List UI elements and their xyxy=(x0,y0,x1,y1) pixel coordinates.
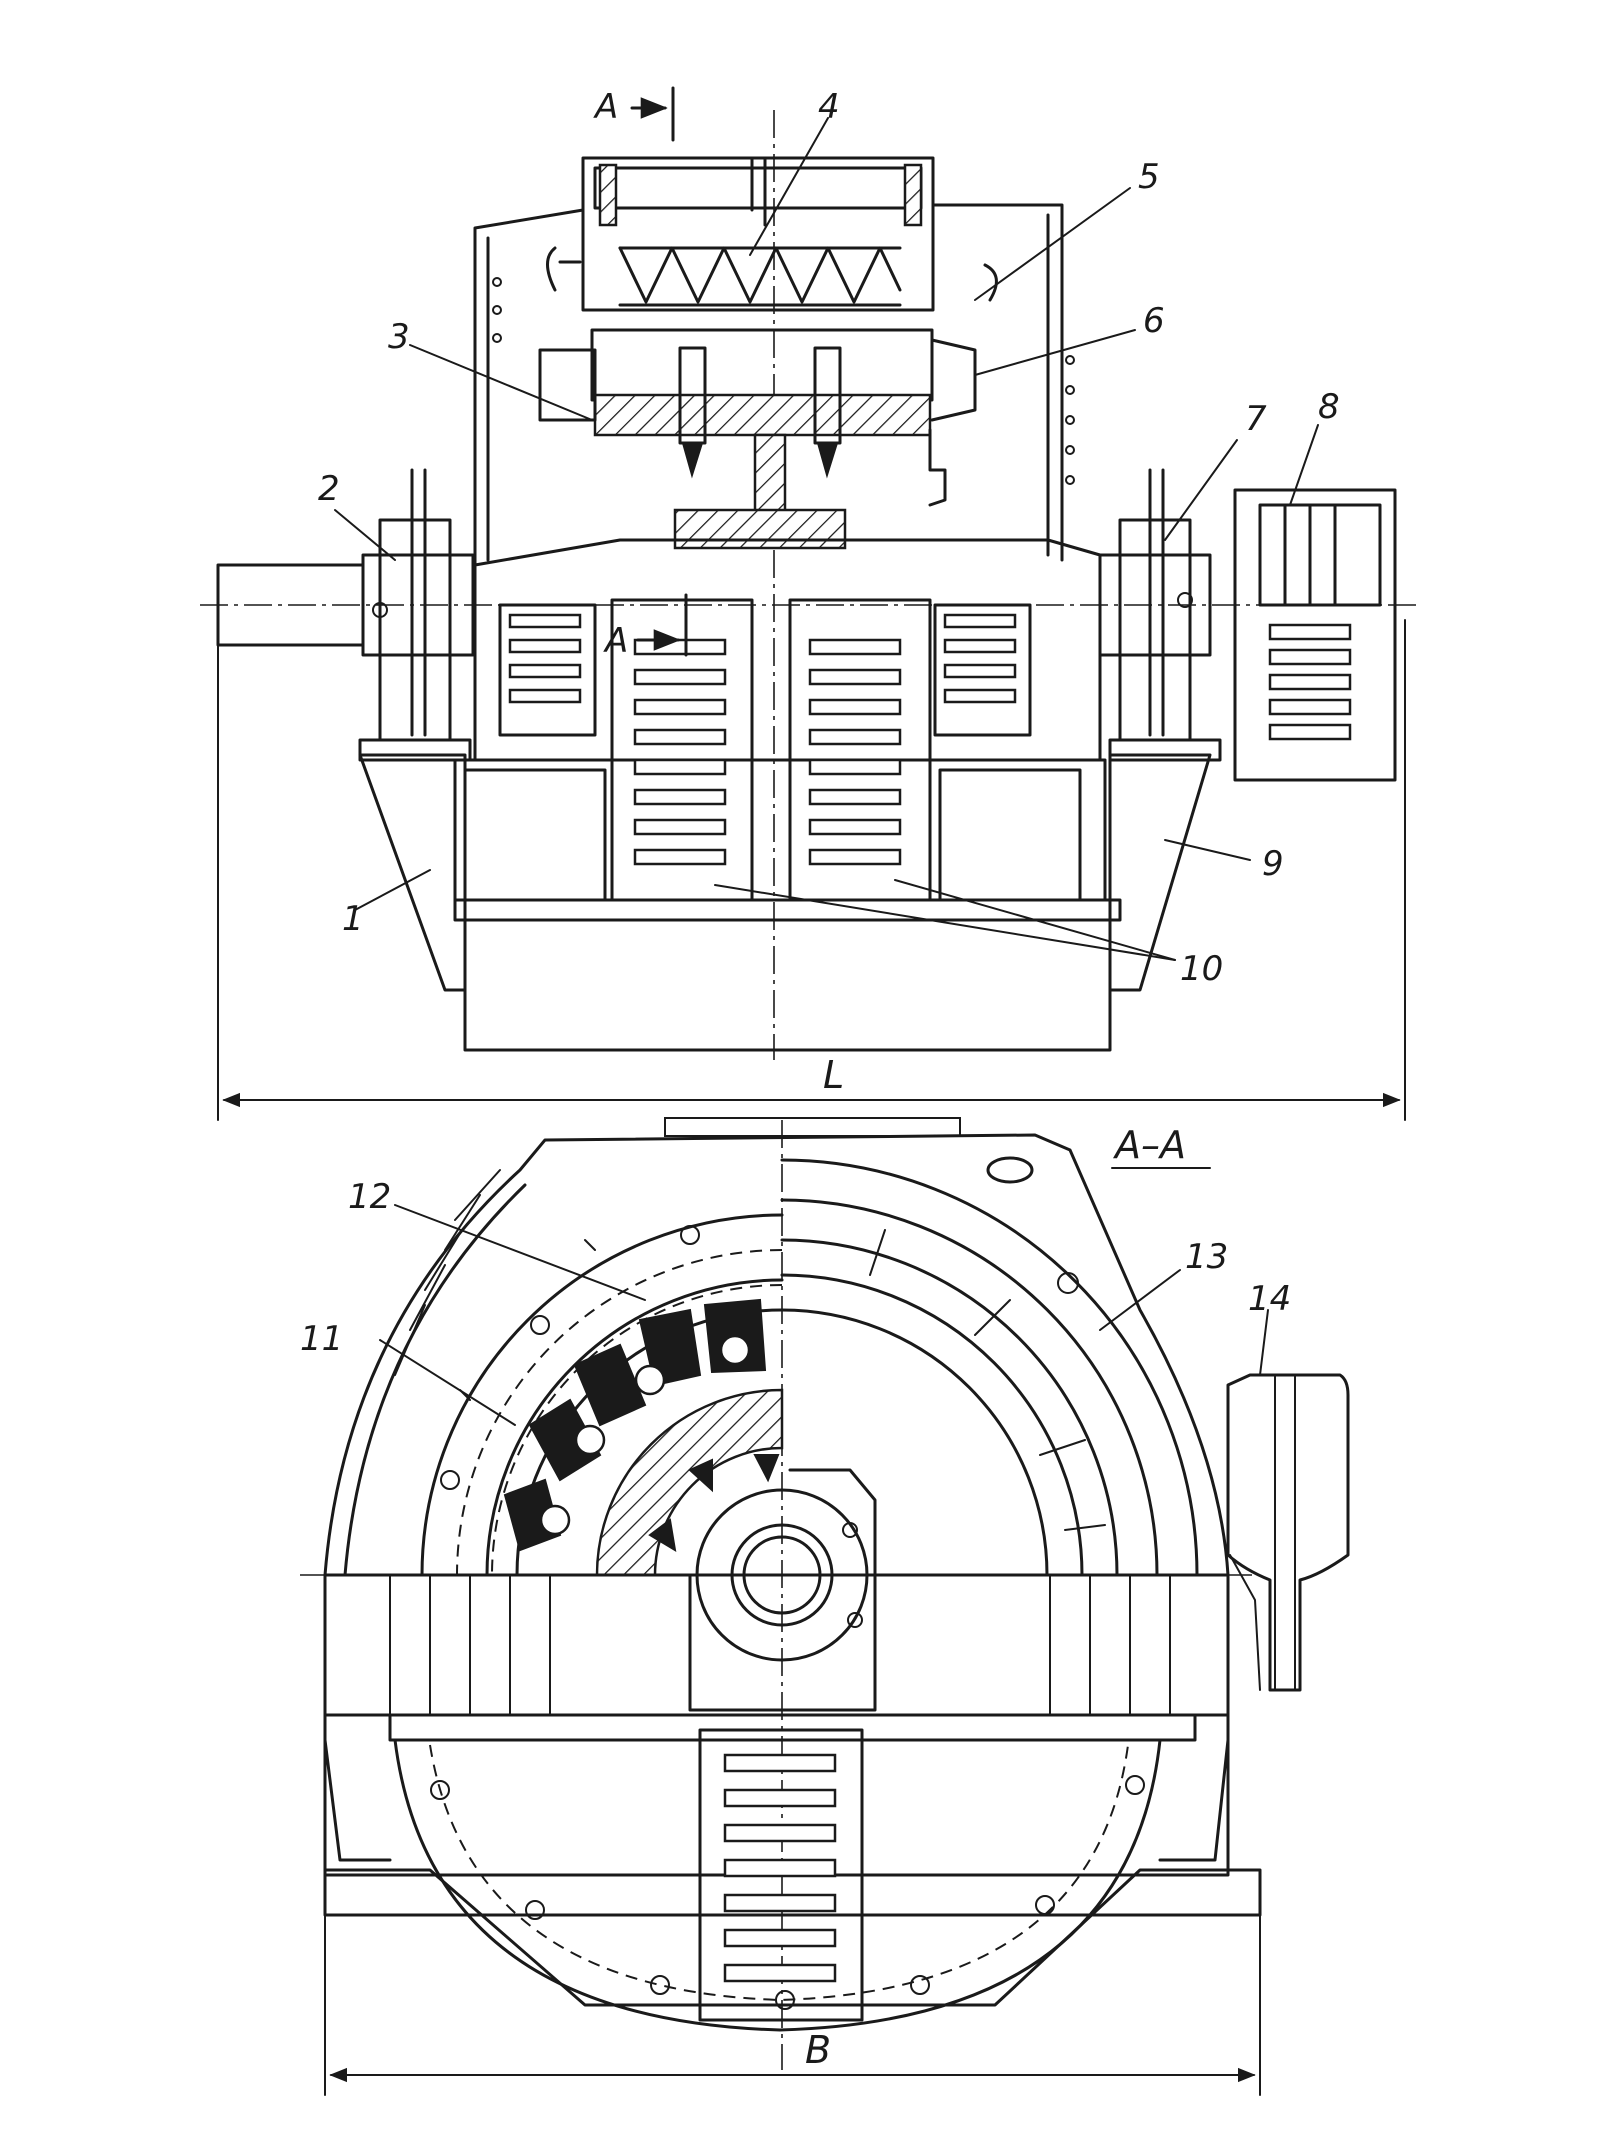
slip-ring-housing xyxy=(581,156,935,331)
callout-3: 3 xyxy=(388,317,410,357)
outer-housing xyxy=(323,1117,1230,1877)
callout-2: 2 xyxy=(318,469,340,509)
callout-6: 6 xyxy=(1143,301,1165,341)
leader-lines-top xyxy=(334,117,1319,961)
dimension-b: B xyxy=(324,1874,1261,2096)
dimension-label-l: L xyxy=(823,1053,844,1097)
top-view: A A L 1 2 3 xyxy=(200,86,1420,1121)
exciter-box xyxy=(1233,488,1397,782)
callout-7: 7 xyxy=(1245,399,1267,439)
dimension-label-b: B xyxy=(805,2028,831,2072)
central-vent-panel xyxy=(698,1728,864,2022)
callout-8: 8 xyxy=(1318,387,1340,427)
callout-12: 12 xyxy=(348,1177,391,1217)
callout-5: 5 xyxy=(1138,157,1160,197)
stator-rings xyxy=(780,1158,1199,1577)
section-marker-a-top: A xyxy=(593,87,618,127)
section-view: A–A xyxy=(300,1117,1350,2096)
callout-13: 13 xyxy=(1185,1237,1228,1277)
callout-14: 14 xyxy=(1248,1279,1291,1319)
side-cowling xyxy=(473,203,1075,567)
lower-frame xyxy=(323,1573,1262,2032)
terminal-box xyxy=(1226,1373,1350,1692)
rotor-hub xyxy=(538,328,977,550)
callout-10: 10 xyxy=(1180,949,1223,989)
section-arrow-top: A xyxy=(593,86,675,142)
callout-1: 1 xyxy=(342,899,364,939)
section-arrow-mid: A xyxy=(603,593,688,661)
leader-lines-section xyxy=(379,1204,1269,1426)
stator-left xyxy=(420,1213,784,1577)
callout-4: 4 xyxy=(818,87,840,127)
callout-11: 11 xyxy=(300,1319,343,1359)
rotor-poles xyxy=(491,1284,784,1577)
right-bearing xyxy=(1098,468,1212,742)
dimension-l: L xyxy=(217,619,1406,1121)
base-feet xyxy=(358,738,1222,992)
callout-9: 9 xyxy=(1262,844,1284,884)
ventilation-slots-top xyxy=(508,613,1017,866)
section-marker-a-mid: A xyxy=(603,621,628,661)
section-title: A–A xyxy=(1112,1123,1186,1167)
